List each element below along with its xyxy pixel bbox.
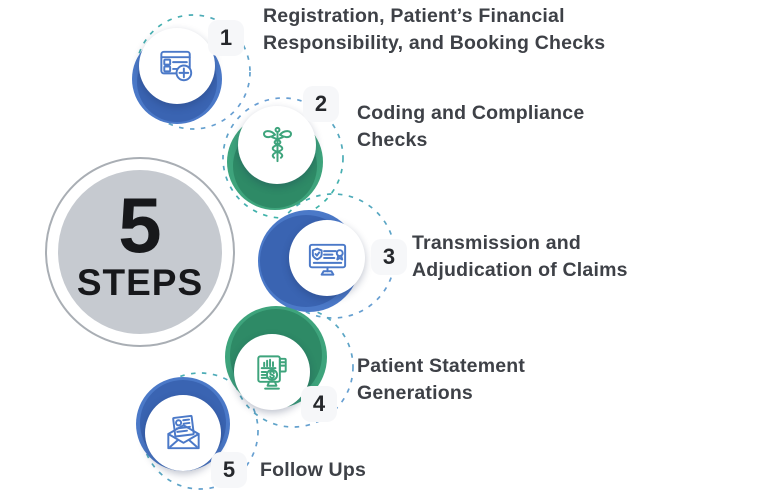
center-gray-circle: 5 STEPS [58,170,222,334]
center-label: STEPS [76,262,204,304]
step-5-dashed-ring [141,372,259,490]
step-2-dashed-ring [222,97,344,219]
step-1-dashed-ring [135,14,251,130]
center-steps-badge: 5 STEPS [45,157,235,347]
step-4-dashed-ring [232,306,354,428]
center-number: 5 [118,180,162,269]
step-3-dashed-ring [270,193,396,319]
